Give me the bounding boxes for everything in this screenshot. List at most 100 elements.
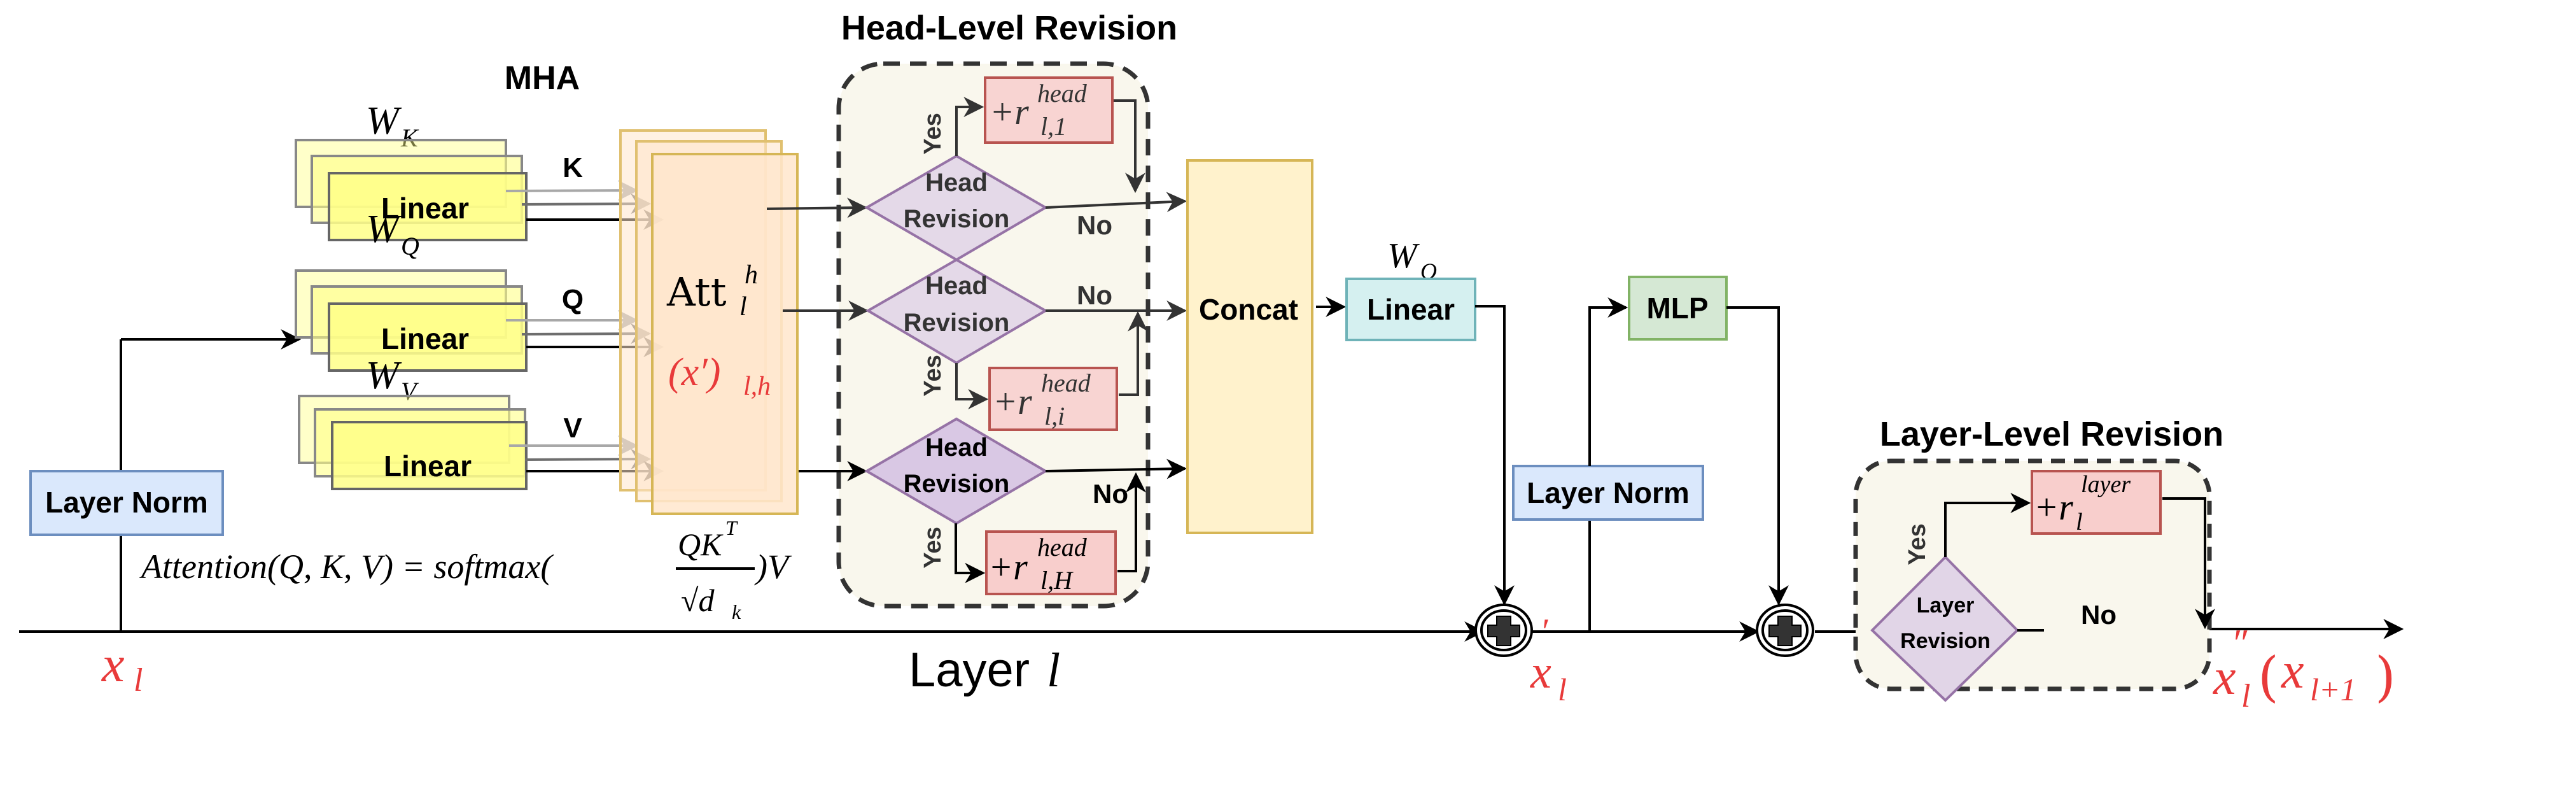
head-revision-1-line1: Head — [925, 169, 988, 197]
layer-caption-text: Layer — [909, 643, 1030, 697]
att-label-base: Att — [666, 269, 727, 315]
head-revision-decision-i[interactable]: Head Revision — [865, 258, 1048, 365]
concat-label: Concat — [1199, 293, 1298, 326]
layer-residual-return-arrow — [2162, 497, 2215, 630]
output-variable: x ″ l ( x l+1 ) — [2213, 622, 2396, 714]
linear-v-label: Linear — [384, 449, 472, 483]
x-l-prime-sup: ′ — [1540, 612, 1548, 651]
residual-H-sub: l,H — [1040, 566, 1074, 595]
x-l-dprime-base: x — [2213, 649, 2236, 705]
x-l-plus-1-close-paren: ) — [2375, 646, 2396, 708]
layer-revision-line1: Layer — [1917, 593, 1975, 618]
residual-add-2 — [1756, 604, 1814, 657]
layer-norm-2-label: Layer Norm — [1527, 476, 1690, 509]
x-l-plus-1-sub: l+1 — [2310, 672, 2356, 707]
head-revision-i-line2: Revision — [904, 309, 1010, 337]
weight-v-sub: V — [401, 377, 419, 406]
x-l-dprime-sup: ″ — [2231, 622, 2248, 664]
weight-v-base: W — [366, 354, 402, 397]
mlp-block[interactable]: MLP — [1628, 276, 1728, 341]
output-linear-label: Linear — [1367, 293, 1455, 326]
head-revision-1-line2: Revision — [904, 205, 1010, 233]
mha-title: MHA — [505, 60, 580, 97]
head1-residual-return-arrow — [1114, 99, 1145, 194]
layer-caption: Layer l — [909, 643, 1060, 697]
att-output-expr: (x′) — [668, 351, 720, 394]
residual-i-sub: l,i — [1044, 402, 1065, 430]
layer-revision-line2: Revision — [1900, 629, 1991, 653]
k-output-label: K — [563, 152, 583, 183]
linear-k-box[interactable] — [328, 172, 528, 241]
x-l-dprime-sub: l — [2241, 678, 2250, 714]
att-output-sub: l,h — [743, 372, 771, 401]
head-level-revision-title: Head-Level Revision — [841, 9, 1177, 47]
head1-input-arrow — [766, 197, 868, 218]
layer-residual-prefix: +r — [2034, 486, 2073, 528]
k-arrow-head-3 — [505, 180, 639, 201]
x-l-prime-base: x — [1530, 646, 1551, 698]
formula-denominator-sub: k — [732, 600, 741, 623]
formula-numerator: QK — [678, 527, 724, 562]
residual-1-sup: head — [1037, 79, 1088, 108]
residual-1-sub: l,1 — [1040, 112, 1067, 141]
circled-plus-icon — [1487, 616, 1520, 646]
layer-caption-var: l — [1047, 644, 1060, 697]
layer-norm-2[interactable]: Layer Norm — [1512, 465, 1704, 521]
projection-v: W V Linear V — [298, 354, 664, 490]
x-l-plus-1-base: x — [2281, 643, 2304, 699]
head-residual-1[interactable]: +r head l,1 — [984, 76, 1114, 144]
linear-v-box[interactable] — [331, 421, 528, 490]
layer-residual[interactable]: +r layer l — [2031, 470, 2162, 535]
layer-residual-sub: l — [2076, 509, 2083, 535]
circled-plus-icon — [1768, 616, 1802, 646]
q-output-label: Q — [562, 284, 584, 315]
weight-k-sub: K — [400, 124, 419, 152]
headi-yes-arrow — [955, 363, 989, 409]
residual-1-prefix: +r — [990, 91, 1029, 132]
headi-yes-label: Yes — [920, 355, 946, 397]
layer-yes-arrow — [1944, 493, 2031, 557]
attention-heads[interactable]: Att h l (x′) l,h — [619, 129, 799, 515]
concat-block[interactable]: Concat — [1186, 159, 1313, 534]
head1-to-concat-arrow — [1045, 192, 1187, 213]
att-label-sup: h — [745, 260, 758, 290]
headH-residual-return-arrow — [1117, 472, 1146, 572]
formula-numerator-sup: T — [725, 516, 738, 539]
headH-no-label: No — [1093, 479, 1128, 509]
ln2-to-mlp-arrow — [1588, 297, 1628, 466]
residual-H-prefix: +r — [988, 546, 1028, 588]
head-revision-i-line1: Head — [925, 272, 988, 300]
head-revision-decision-1[interactable]: Head Revision — [864, 154, 1048, 262]
output-linear-box[interactable]: Linear — [1345, 278, 1476, 341]
headH-yes-arrow — [955, 523, 986, 583]
residual-H-sup: head — [1037, 533, 1088, 562]
layer-no-label: No — [2081, 600, 2117, 630]
head-residual-i[interactable]: +r head l,i — [988, 367, 1118, 431]
linear-k-label: Linear — [381, 192, 469, 225]
weight-o-base: W — [1387, 236, 1420, 276]
head-revision-decision-H[interactable]: Head Revision — [864, 417, 1048, 525]
head1-no-label: No — [1077, 210, 1112, 240]
head-revision-H-line2: Revision — [904, 470, 1010, 498]
head1-yes-label: Yes — [920, 113, 946, 155]
attention-formula: Attention(Q, K, V) = softmax( QK T √d k … — [139, 516, 792, 623]
layer-yes-label: Yes — [1904, 523, 1931, 565]
weight-q-base: W — [366, 208, 402, 251]
layer-norm-1[interactable]: Layer Norm — [29, 470, 224, 536]
x-l-sub: l — [134, 662, 143, 698]
linear-q-box[interactable] — [328, 302, 528, 372]
x-l-prime-sub: l — [1558, 672, 1567, 707]
x-l-plus-1-open-paren: ( — [2258, 646, 2279, 708]
headH-to-concat-arrow — [1045, 458, 1187, 479]
projection-k: W K Linear K — [295, 99, 664, 241]
layer-revision-decision[interactable]: Layer Revision — [1870, 555, 2019, 702]
headi-residual-return-arrow — [1119, 311, 1148, 396]
residual-add-1 — [1474, 604, 1533, 657]
residual-i-sup: head — [1041, 369, 1091, 397]
x-l-base: x — [101, 637, 125, 693]
v-output-label: V — [563, 413, 582, 444]
head-residual-H[interactable]: +r head l,H — [985, 530, 1117, 595]
formula-rhs: )V — [754, 548, 792, 586]
head-revision-H-line1: Head — [925, 434, 988, 462]
